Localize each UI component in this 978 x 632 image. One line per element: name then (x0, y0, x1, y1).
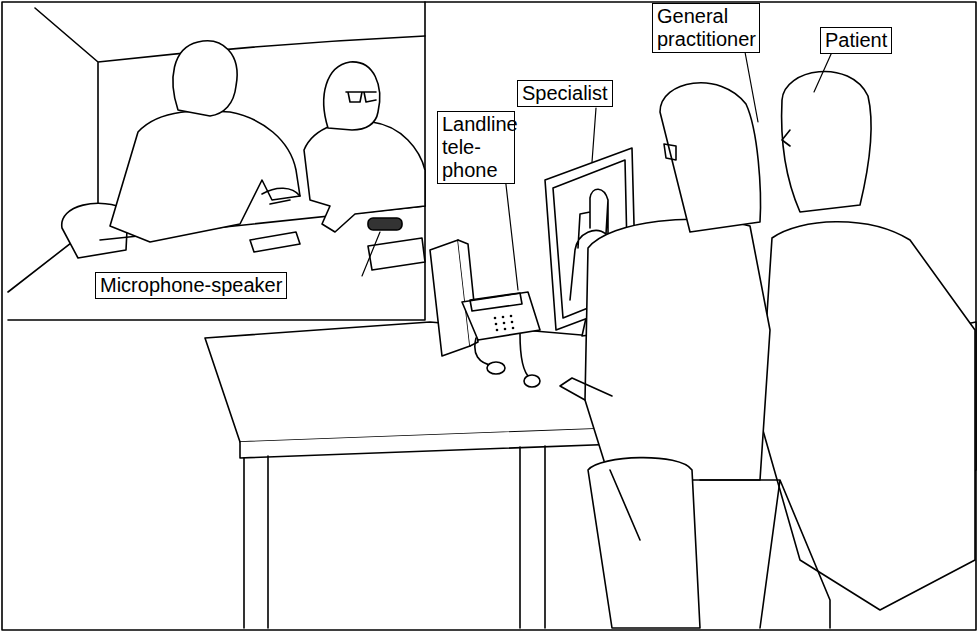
person-right-body (304, 121, 425, 232)
patient-head (782, 71, 871, 212)
person-left-body (110, 111, 300, 242)
microphone-speaker (368, 218, 402, 230)
patient-face (782, 130, 790, 146)
label-box: Patient (820, 27, 892, 54)
cables (475, 334, 530, 378)
mobile-phone (250, 232, 300, 252)
glasses (346, 92, 376, 102)
practitioner-arm (560, 378, 612, 400)
person-left-head (173, 41, 237, 116)
inset-border (8, 2, 425, 320)
desk-top (205, 322, 640, 442)
practitioner-body (585, 219, 770, 480)
leader-lines (362, 52, 832, 290)
keypad (494, 315, 515, 332)
label-text: General practitioner (657, 5, 755, 51)
label-text: Specialist (522, 82, 608, 105)
chair-back (588, 458, 700, 628)
person-right-head (324, 62, 380, 130)
box (368, 238, 425, 270)
mouse (487, 362, 505, 374)
practitioner-head (660, 83, 760, 232)
label-box: Specialist (517, 80, 613, 107)
hand (262, 188, 300, 204)
label-box: Landline tele- phone (437, 111, 515, 184)
desk-front (240, 428, 620, 458)
mouse (524, 375, 540, 387)
label-box: Microphone-speaker (95, 272, 287, 299)
label-text: Patient (825, 29, 887, 52)
label-box: General practitioner (652, 3, 760, 53)
label-text: Landline tele- phone (442, 113, 510, 182)
telephone (462, 292, 540, 340)
chair-frame (610, 470, 830, 628)
handset (470, 293, 522, 311)
label-text: Microphone-speaker (100, 274, 282, 297)
patient-body (760, 222, 975, 610)
glasses (664, 144, 676, 160)
desk-legs (244, 446, 545, 628)
room-lines (8, 8, 425, 292)
main-scene (205, 71, 976, 628)
inset-scene (8, 2, 425, 320)
